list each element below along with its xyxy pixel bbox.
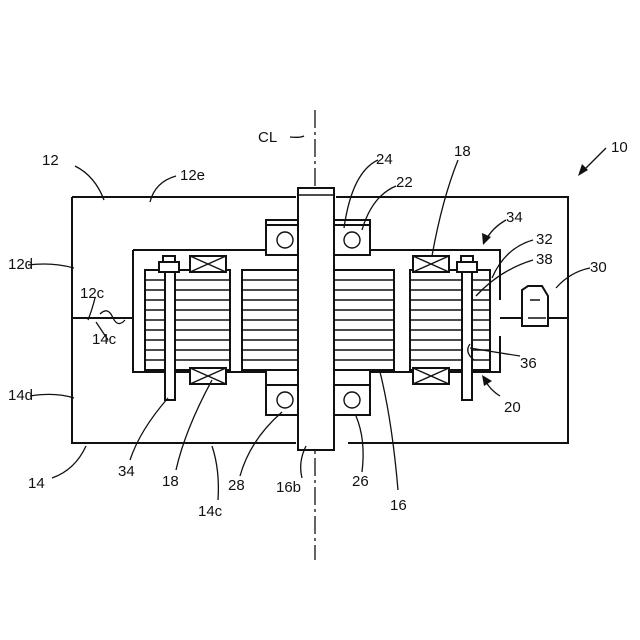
stator-bearing-left-bottom: [190, 368, 226, 384]
label-upper-housing-side: 12d: [8, 256, 33, 273]
label-shaft-end: 16b: [276, 479, 301, 496]
label-center-line: CL: [258, 129, 277, 146]
label-upper-bearing-inner: 24: [376, 151, 393, 168]
label-upper-bearing: 22: [396, 174, 413, 191]
bearing-upper-left: [266, 225, 298, 255]
bearing-upper-right: [334, 225, 370, 255]
shaft: [298, 188, 334, 450]
stator-right: [410, 270, 490, 370]
label-bearing-lower-left: 18: [162, 473, 179, 490]
label-shaft: 16: [390, 497, 407, 514]
stator-bearing-right-bottom: [413, 368, 449, 384]
label-fastener-upper: 34: [506, 209, 523, 226]
label-lower-housing-face-bottom: 14c: [198, 503, 223, 520]
label-plate: 32: [536, 231, 553, 248]
label-rotor-assembly: 20: [504, 399, 521, 416]
label-sensor: 30: [590, 259, 607, 276]
bearing-lower-left: [266, 385, 298, 415]
sensor: [522, 286, 548, 326]
stator-bearing-left-top: [190, 256, 226, 272]
stator-left: [145, 270, 230, 370]
rotor-core-right: [334, 270, 394, 370]
label-lower-bearing-inner: 28: [228, 477, 245, 494]
label-lower-bearing: 26: [352, 473, 369, 490]
label-lower-housing: 14: [28, 475, 45, 492]
arrow-10: [578, 148, 606, 176]
stator-bearing-right-top: [413, 256, 449, 272]
label-device: 10: [611, 139, 628, 156]
label-lower-housing-side: 14d: [8, 387, 33, 404]
rotor-core-left: [242, 270, 298, 370]
arrow-20: [482, 375, 500, 396]
label-upper-housing: 12: [42, 152, 59, 169]
label-bearing-upper-right: 18: [454, 143, 471, 160]
label-lower-housing-face-left: 14c: [92, 331, 117, 348]
label-bolt-seat: 36: [520, 355, 537, 372]
label-upper-housing-face: 12c: [80, 285, 105, 302]
label-upper-housing-wall: 12e: [180, 167, 205, 184]
label-fastener-lower: 34: [118, 463, 135, 480]
arrow-34-upper: [482, 220, 506, 245]
bearing-lower-right: [334, 385, 370, 415]
label-bolt-head: 38: [536, 251, 553, 268]
